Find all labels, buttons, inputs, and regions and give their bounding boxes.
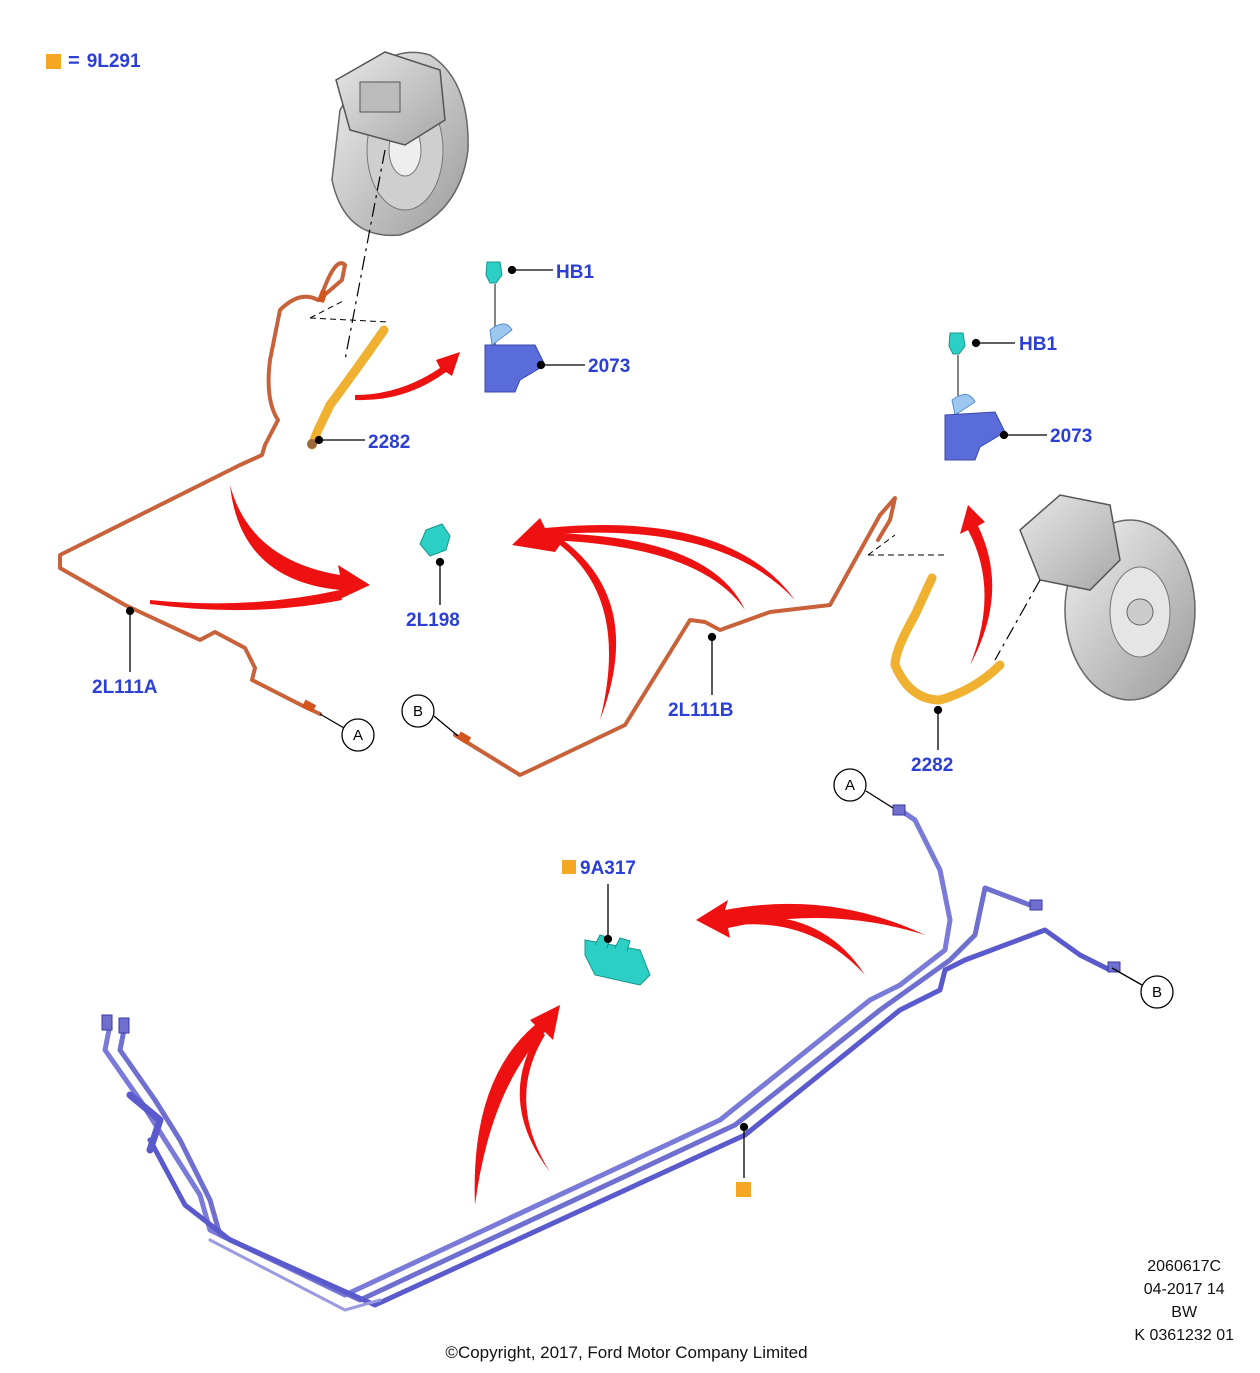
- svg-text:A: A: [353, 727, 363, 744]
- svg-text:A: A: [845, 777, 855, 794]
- connector-b-lower: B: [1140, 975, 1174, 1009]
- dash-dot-line-right: [994, 579, 1041, 661]
- legend-orange-square-icon: [46, 54, 61, 69]
- dash-dot-line-top: [344, 149, 386, 361]
- bleed-screw-hb1-top: [485, 261, 503, 284]
- bleed-screw-hb1-right: [948, 332, 966, 355]
- connector-b-mid: B: [401, 694, 435, 728]
- label-9a317-marker-icon: [562, 860, 576, 874]
- bracket-2073-right: [944, 394, 1006, 461]
- brake-caliper-top-left: [335, 51, 446, 146]
- legend: = 9L291: [46, 50, 141, 73]
- legend-equals: =: [68, 50, 80, 72]
- brake-hose-2282-right: [867, 534, 1005, 705]
- copyright-notice: ©Copyright, 2017, Ford Motor Company Lim…: [445, 1343, 808, 1362]
- red-arrows: [150, 352, 993, 1205]
- label-2073-right: 2073: [1050, 426, 1092, 447]
- clip-9a317: [584, 934, 651, 986]
- label-2l198: 2L198: [406, 610, 460, 631]
- connector-a-lower: A: [833, 768, 867, 802]
- svg-text:B: B: [413, 703, 423, 720]
- meta-date: 04-2017 14: [1143, 1281, 1225, 1298]
- label-9a317: 9A317: [580, 858, 636, 879]
- meta-region: BW: [1171, 1304, 1198, 1321]
- brake-pipe-2l111b: [453, 496, 897, 777]
- document-meta: 2060617C 04-2017 14 BW K 0361232 01: [1134, 1255, 1234, 1347]
- connector-a-left: A: [341, 718, 375, 752]
- label-hb1-top: HB1: [556, 262, 594, 283]
- label-2282-top: 2282: [368, 432, 410, 453]
- label-2l111a: 2L111A: [92, 677, 158, 698]
- label-2l111b: 2L111B: [668, 700, 734, 721]
- meta-code: 2060617C: [1147, 1258, 1222, 1275]
- brake-pipe-bundle-lower: [102, 807, 1113, 1312]
- leader-lines: [125, 265, 1143, 1178]
- legend-code: 9L291: [86, 50, 141, 72]
- label-2282-right: 2282: [911, 755, 953, 776]
- bracket-2073-top: [484, 323, 546, 393]
- label-hb1-right: HB1: [1019, 334, 1057, 355]
- marker-orange-square-icon: [736, 1182, 751, 1197]
- clip-2l198: [419, 523, 451, 557]
- meta-ref: K 0361232 01: [1134, 1327, 1234, 1344]
- brake-caliper-right: [1019, 494, 1121, 591]
- brake-hose-2282-top: [307, 299, 389, 450]
- label-2073-top: 2073: [588, 356, 630, 377]
- brake-pipe-2l111a: [58, 261, 347, 716]
- svg-text:B: B: [1152, 984, 1162, 1001]
